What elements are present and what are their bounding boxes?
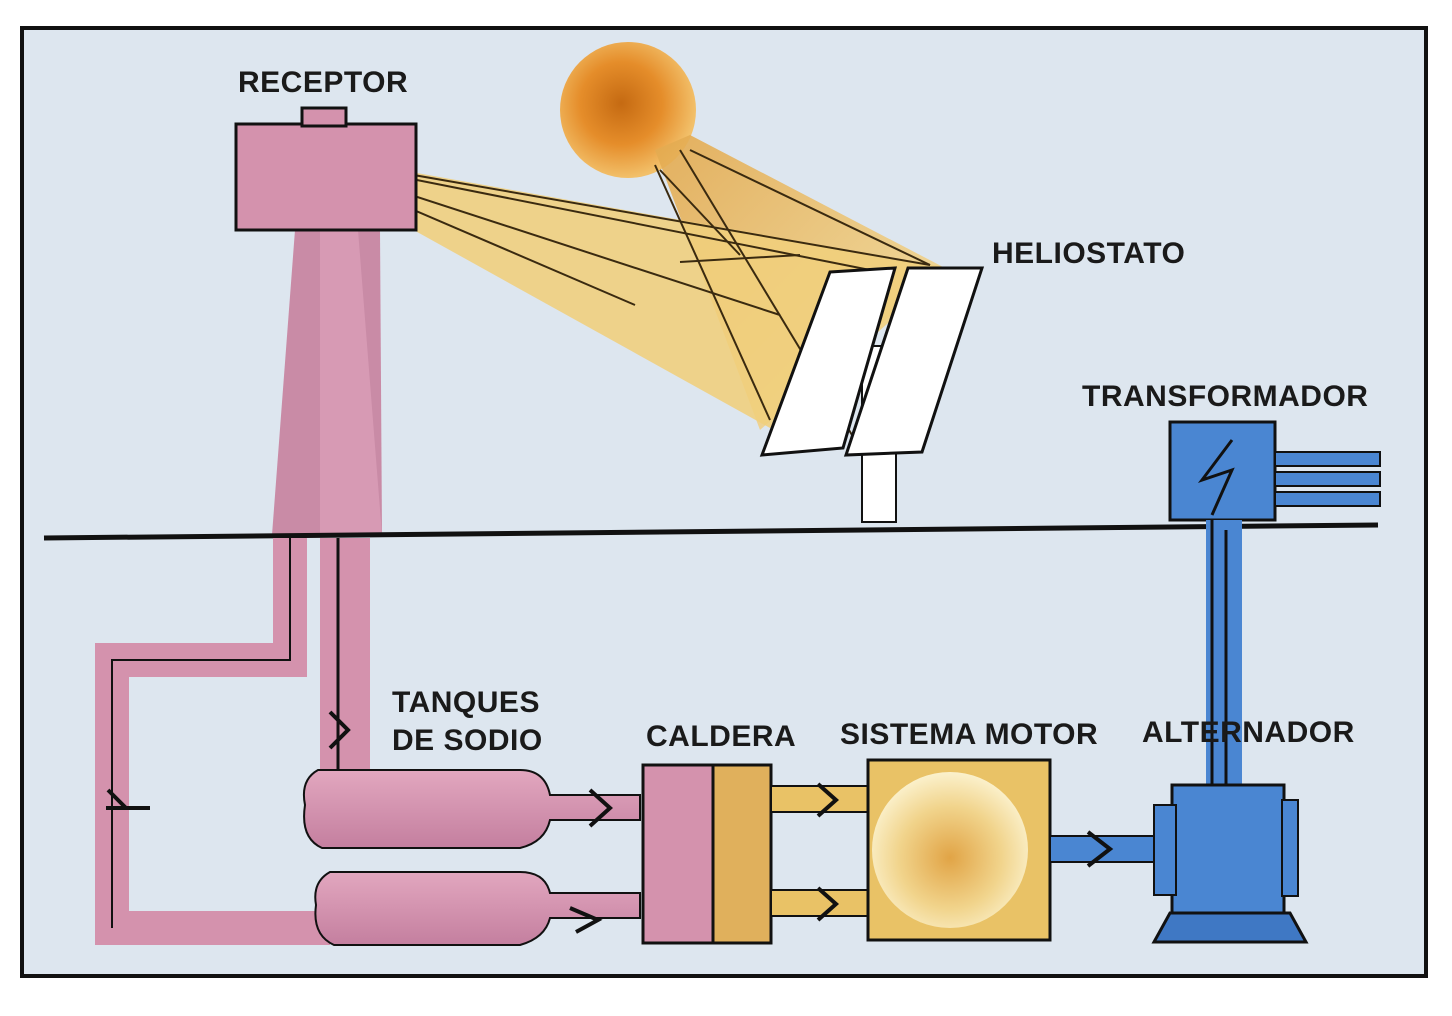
heliostat xyxy=(759,266,985,523)
label-caldera: CALDERA xyxy=(646,720,796,753)
sodium-tanks xyxy=(302,769,641,946)
label-tanques-line2: DE SODIO xyxy=(392,724,543,757)
reflected-beam xyxy=(316,155,950,428)
ground-line xyxy=(43,522,1379,541)
label-alternador: ALTERNADOR xyxy=(1142,716,1355,749)
label-transformador: TRANSFORMADOR xyxy=(1082,380,1368,413)
label-receptor: RECEPTOR xyxy=(238,66,408,99)
sistema-motor xyxy=(866,758,1052,942)
sodium-piping xyxy=(95,538,370,945)
receptor-tower xyxy=(234,106,418,535)
label-heliostato: HELIOSTATO xyxy=(992,237,1185,270)
transformador xyxy=(1168,420,1381,785)
alternador xyxy=(1151,783,1309,944)
sun xyxy=(560,42,696,178)
label-tanques-line1: TANQUES xyxy=(392,686,540,719)
label-sistema-motor: SISTEMA MOTOR xyxy=(840,718,1098,751)
caldera xyxy=(641,763,870,945)
drive-shaft xyxy=(1049,830,1161,868)
